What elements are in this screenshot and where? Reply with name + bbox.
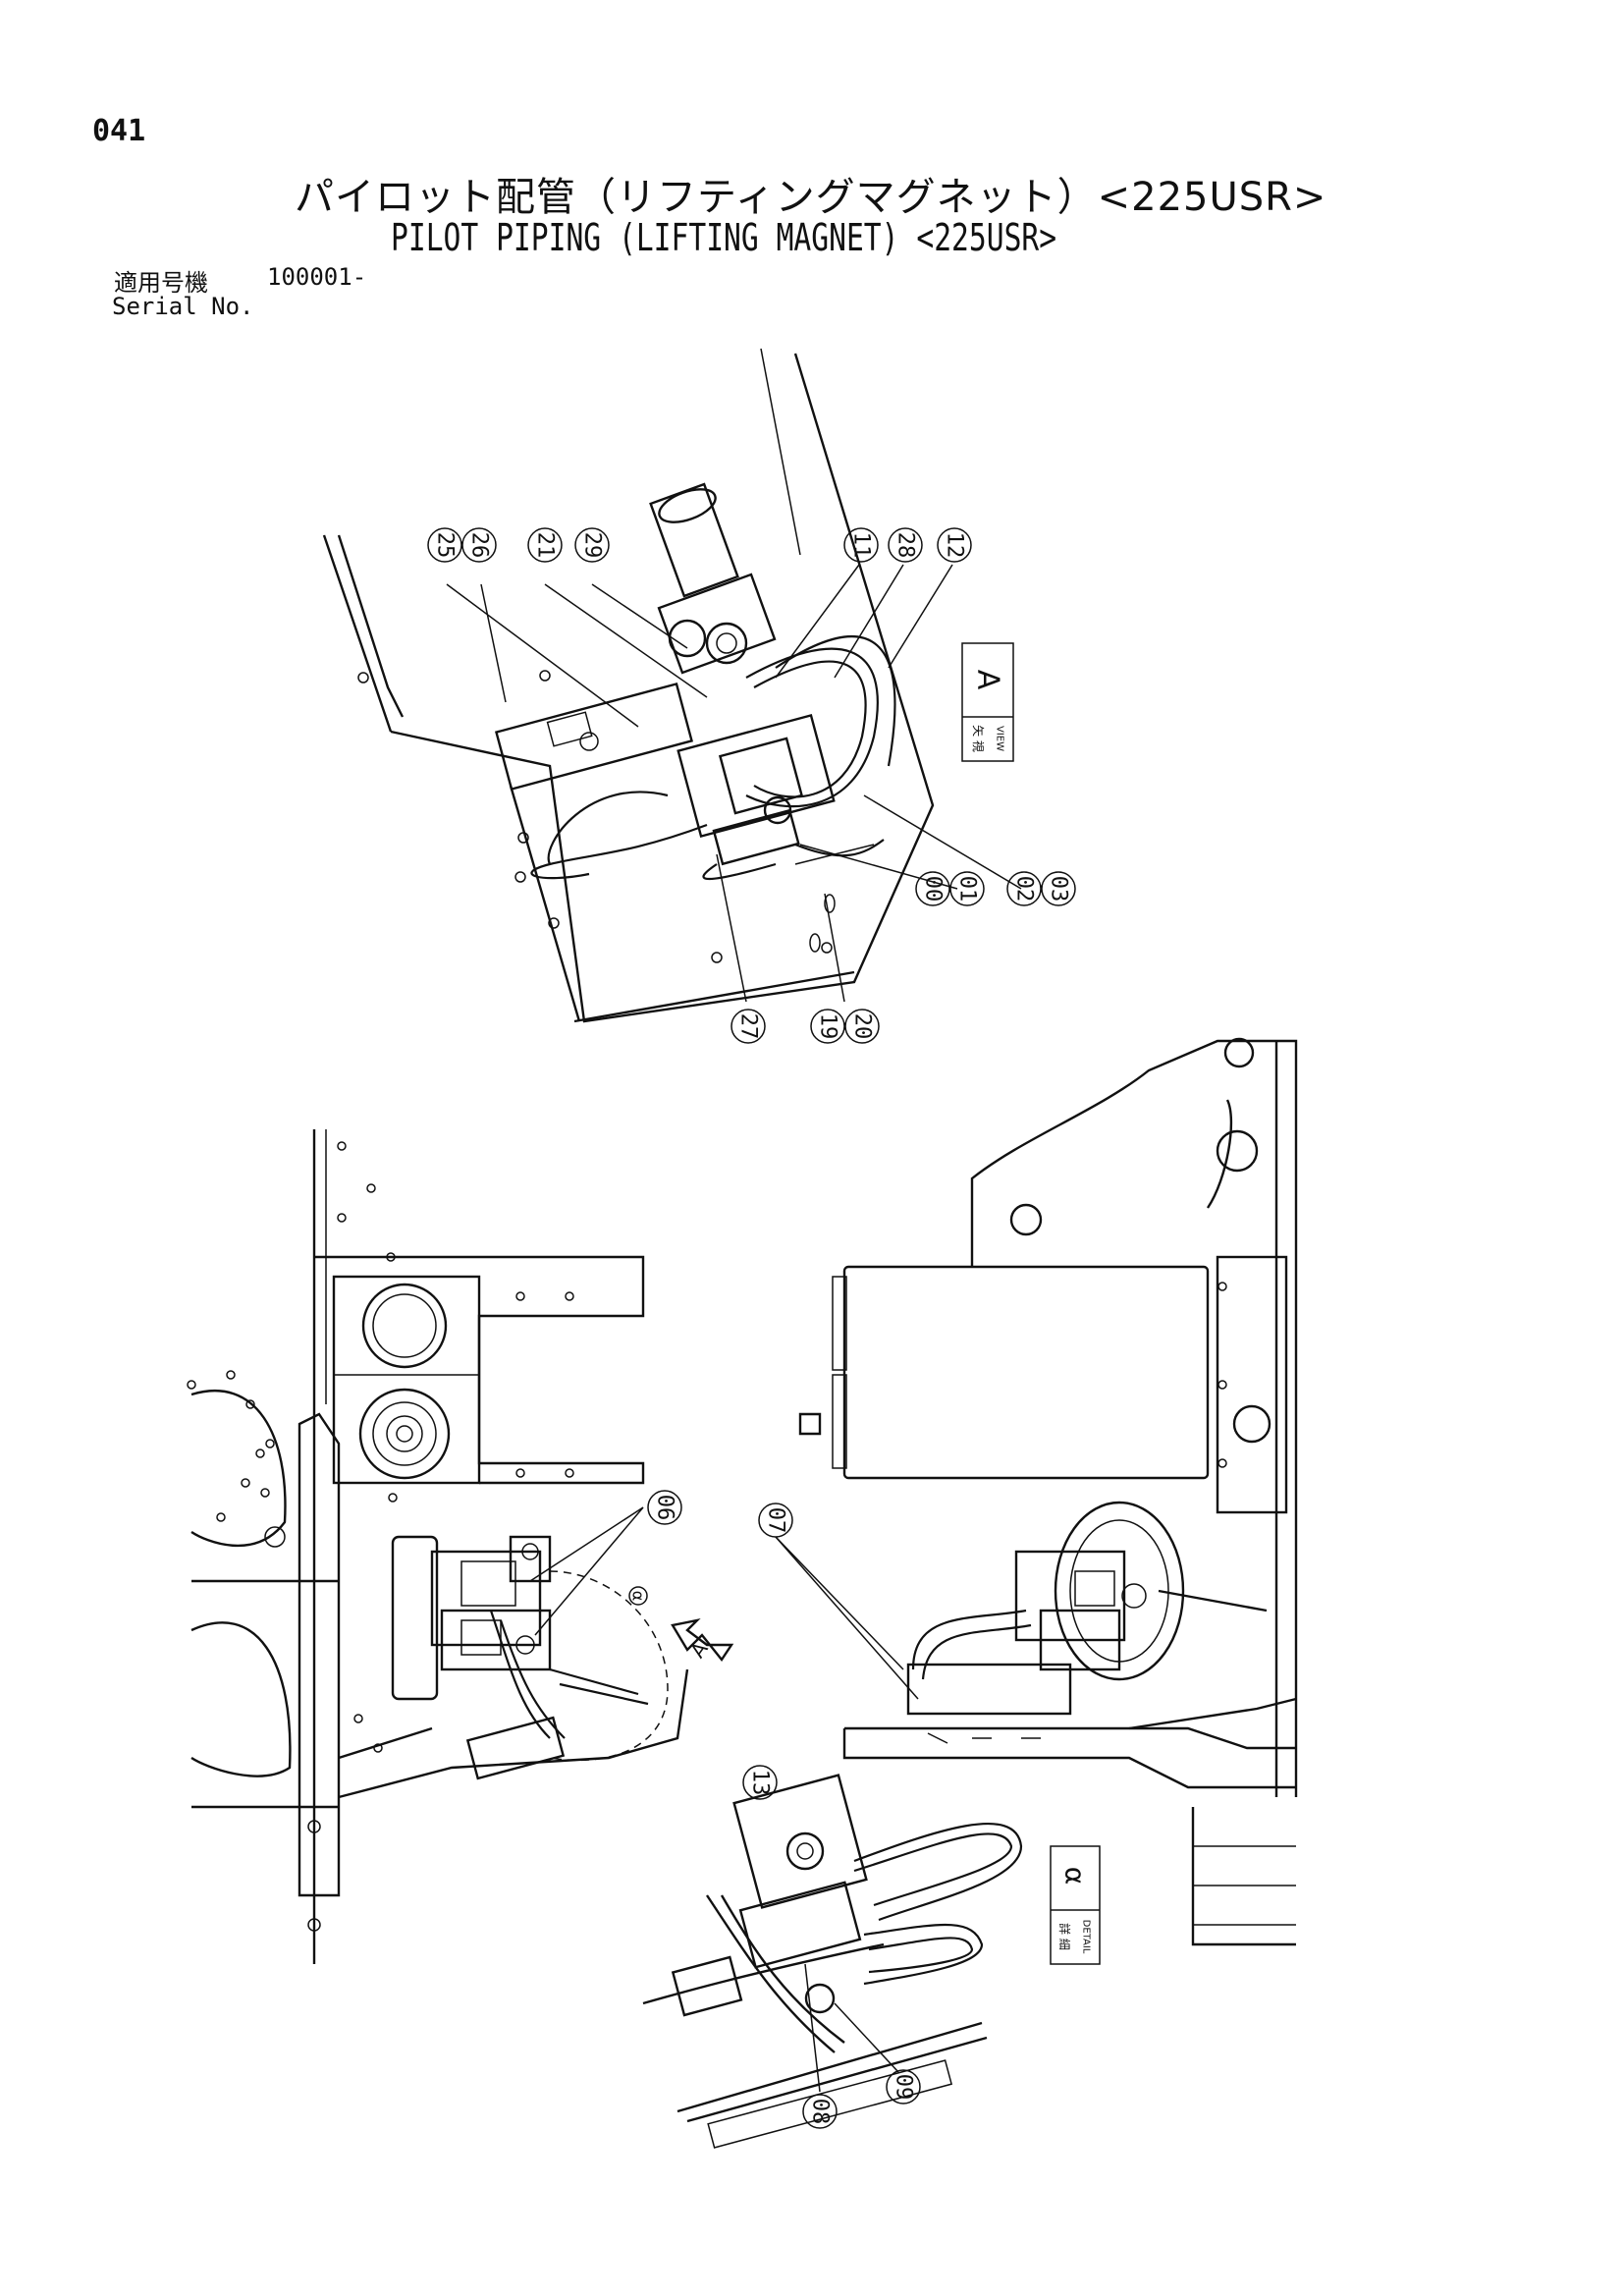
detail-alpha-marker-letter: α [629,1591,648,1602]
callout-02-text: 02 [1012,876,1037,902]
view-a-letter: A [971,670,1005,690]
page-title-english: PILOT PIPING (LIFTING MAGNET) <225USR> [391,216,1057,259]
callout-25: 25 [427,527,462,563]
detail-alpha-marker: α [628,1586,648,1606]
callout-13-text: 13 [748,1770,773,1796]
view-a-callouts: 25 26 21 29 11 28 12 00 01 02 03 27 19 2… [427,527,1076,1044]
view-a-drawing [322,348,1022,1023]
callout-00-text: 00 [921,876,946,902]
callout-19-text: 19 [816,1013,840,1040]
callout-29-text: 29 [580,532,605,559]
callout-03-text: 03 [1047,876,1071,902]
serial-label-english: Serial No. [112,293,254,320]
detail-alpha-drawing [642,1774,1023,2149]
callout-11: 11 [843,527,879,563]
callout-06-text: 06 [653,1495,677,1521]
detail-alpha-label-en: DETAIL [1081,1920,1092,1954]
view-a-label: A 矢 視 VIEW [961,642,1014,762]
page-title-japanese: パイロット配管（リフティングマグネット）<225USR> [295,175,1327,220]
callout-07: 07 [758,1503,793,1538]
callout-27: 27 [730,1009,766,1044]
callout-08-text: 08 [808,2099,833,2125]
main-view-left-drawing [187,1129,689,1964]
main-view-callouts: 06 07 [647,1490,793,1538]
callout-28: 28 [888,527,923,563]
main-view-right-drawing [775,1037,1298,1946]
callout-27-text: 27 [736,1013,761,1040]
callout-20: 20 [844,1009,880,1044]
callout-21: 21 [527,527,563,563]
callout-09: 09 [886,2069,921,2105]
callout-25-text: 25 [433,532,458,559]
serial-label-japanese: 適用号機 [114,269,208,297]
callout-07-text: 07 [764,1507,788,1534]
callout-09-text: 09 [892,2074,916,2101]
callout-28-text: 28 [893,532,918,559]
callout-13: 13 [742,1765,778,1800]
view-a-label-jp: 矢 視 [971,725,986,752]
detail-alpha-letter: α [1059,1867,1092,1885]
detail-alpha-label-jp: 詳 細 [1057,1923,1072,1950]
callout-20-text: 20 [850,1013,875,1040]
callout-29: 29 [574,527,610,563]
view-a-arrow: A [671,1618,734,1662]
callout-03: 03 [1041,871,1076,906]
callout-11-text: 11 [849,532,874,559]
callout-26-text: 26 [467,532,492,559]
callout-19: 19 [810,1009,845,1044]
view-a-label-en: VIEW [995,726,1005,751]
callout-12-text: 12 [943,532,967,559]
callout-00: 00 [915,871,950,906]
page-number: 041 [92,114,146,148]
detail-alpha-label: α 詳 細 DETAIL [1050,1845,1101,1965]
callout-12: 12 [937,527,972,563]
serial-number-value: 100001- [267,263,367,291]
callout-01: 01 [949,871,985,906]
callout-06: 06 [647,1490,682,1525]
callout-02: 02 [1006,871,1042,906]
detail-alpha-callouts: 13 08 09 [742,1765,921,2129]
callout-26: 26 [461,527,497,563]
callout-21-text: 21 [533,532,558,559]
callout-01-text: 01 [955,876,980,902]
view-a-arrow-letter: A [685,1637,713,1662]
callout-08: 08 [802,2094,838,2129]
